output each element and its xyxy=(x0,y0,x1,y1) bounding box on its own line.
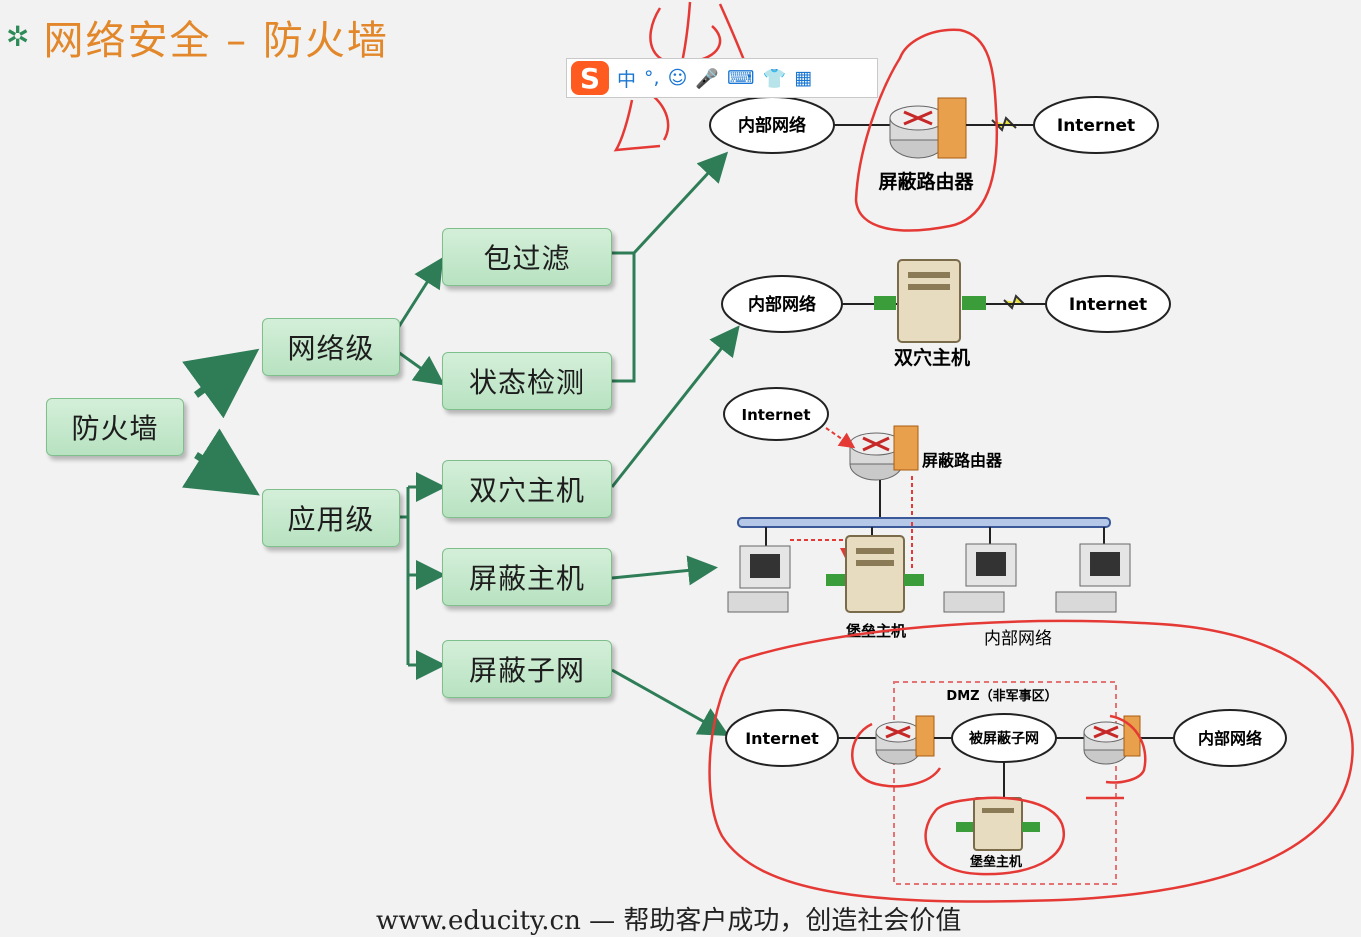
link-bolt-icon xyxy=(1003,294,1025,310)
diagram2: 内部网络 Internet 双穴主机 xyxy=(721,259,1171,369)
diagram-label: 屏蔽路由器 xyxy=(878,170,974,193)
workstation-icon xyxy=(1055,543,1131,613)
node-stateful-inspection: 状态检测 xyxy=(442,352,612,410)
annotation-circle-bastion xyxy=(924,796,1065,876)
node-application-level: 应用级 xyxy=(262,489,400,547)
ime-toolbox-icon[interactable]: ▦ xyxy=(794,67,813,89)
diagram-label: 内部网络 xyxy=(748,294,816,315)
node-network-level: 网络级 xyxy=(262,318,400,376)
diagram-label: Internet xyxy=(745,729,819,748)
arrow-root-network xyxy=(182,348,260,419)
ime-punctuation-icon[interactable]: °, xyxy=(644,67,660,89)
lan-bus xyxy=(737,517,1111,528)
arrow-to-stateful xyxy=(397,350,445,386)
ime-lang-toggle[interactable]: 中 xyxy=(617,68,637,91)
cloud-internet-2 xyxy=(1045,275,1171,333)
router-icon xyxy=(889,105,947,159)
diagram-label: DMZ（非军事区） xyxy=(946,688,1057,704)
cloud-internet-1 xyxy=(1033,96,1159,154)
diagram-label: 双穴主机 xyxy=(894,346,970,369)
diagram-label: Internet xyxy=(1057,116,1135,136)
firewall-icon xyxy=(937,97,967,159)
arrow-to-diagram1 xyxy=(632,151,729,255)
diagram-label: 内部网络 xyxy=(1198,729,1262,748)
bastion-server-icon xyxy=(973,797,1023,851)
diagram-label: Internet xyxy=(741,406,810,424)
annotation-circle-router xyxy=(854,28,999,232)
sogou-logo-icon[interactable]: S xyxy=(571,61,609,95)
nic-left xyxy=(874,296,896,310)
diagram4: DMZ（非军事区） Internet 被屏蔽子网 xyxy=(725,681,1287,885)
workstation-icon xyxy=(727,545,791,613)
ime-emoji-icon[interactable]: ☺ xyxy=(667,67,688,89)
router-icon xyxy=(875,721,921,765)
cloud-inner-4 xyxy=(1173,709,1287,767)
diagram-label: 屏蔽路由器 xyxy=(922,451,1003,470)
diagram-label: 堡垒主机 xyxy=(970,854,1022,870)
annotation-mark-router-left xyxy=(851,722,942,788)
firewall-icon xyxy=(893,425,919,471)
ime-keyboard-icon[interactable]: ⌨ xyxy=(727,67,755,89)
nic-right xyxy=(962,296,986,310)
arrow-to-diagram3 xyxy=(611,555,718,586)
annotation-oval-diagram4 xyxy=(708,619,1354,903)
title-text: 网络安全 – 防火墙 xyxy=(43,18,389,64)
node-firewall: 防火墙 xyxy=(46,398,184,456)
annotation-mark-router-right xyxy=(1086,714,1147,800)
footer-text: www.educity.cn — 帮助客户成功，创造社会价值 xyxy=(376,906,962,936)
slide-title: ✲ 网络安全 – 防火墙 xyxy=(6,8,389,66)
gear-icon: ✲ xyxy=(6,20,30,53)
diagram3: Internet 屏蔽路由器 xyxy=(723,387,1131,649)
node-screened-host: 屏蔽主机 xyxy=(442,548,612,606)
nic-left xyxy=(956,822,974,832)
node-screened-subnet: 屏蔽子网 xyxy=(442,640,612,698)
server-icon xyxy=(897,259,961,343)
diagram-label: 内部网络 xyxy=(984,629,1052,649)
cloud-internet-3 xyxy=(723,387,829,441)
node-packet-filter: 包过滤 xyxy=(442,228,612,286)
bracket-network xyxy=(612,251,636,383)
ime-toolbar[interactable]: S 中 °, ☺ 🎤 ⌨ 👕 ▦ xyxy=(566,58,878,98)
ime-voice-icon[interactable]: 🎤 xyxy=(695,67,720,90)
bastion-server-icon xyxy=(845,535,905,613)
dmz-zone xyxy=(893,681,1117,885)
diagram-label: 内部网络 xyxy=(738,115,806,136)
router-icon xyxy=(849,432,903,481)
arrow-to-diagram4 xyxy=(611,668,730,736)
router-icon xyxy=(1083,721,1129,765)
node-dual-homed-host: 双穴主机 xyxy=(442,460,612,518)
ime-skin-icon[interactable]: 👕 xyxy=(762,67,787,90)
arrow-to-diagram2 xyxy=(610,325,740,488)
diagram1: 内部网络 Internet 屏蔽路由器 xyxy=(709,96,1159,193)
diagram-label: Internet xyxy=(1069,295,1147,315)
nic-right xyxy=(904,574,924,586)
workstation-icon xyxy=(943,543,1017,613)
nic-left xyxy=(826,574,846,586)
arrow-to-packet-filter xyxy=(396,256,444,329)
diagram-label: 被屏蔽子网 xyxy=(969,730,1039,747)
nic-right xyxy=(1022,822,1040,832)
firewall-icon xyxy=(915,715,935,757)
arrow-root-application xyxy=(181,428,260,496)
